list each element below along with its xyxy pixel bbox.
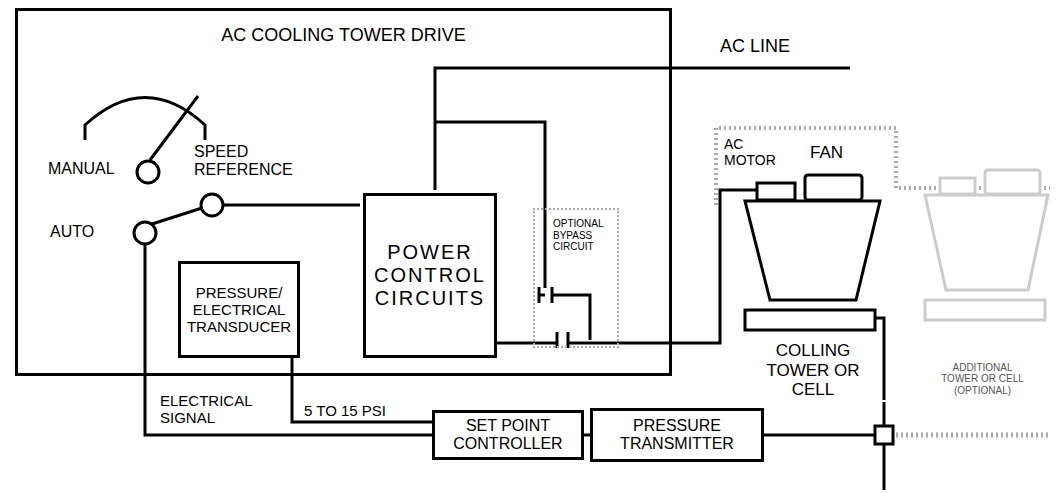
node-text: POWER CONTROL CIRCUITS — [366, 241, 494, 310]
node-text: PRESSURE TRANSMITTER — [593, 417, 761, 454]
drive-enclosure: AC COOLING TOWER DRIVE PRESSURE/ ELECTRIC… — [15, 8, 672, 376]
additional-tower: ADDITIONAL TOWER OR CELL (OPTIONAL) — [915, 165, 1050, 400]
node-text: OPTIONAL BYPASS CIRCUIT — [553, 218, 617, 253]
controller-box: SET POINT CONTROLLER — [432, 410, 584, 460]
cooling-tower: COLLING TOWER OR CELL — [738, 180, 888, 402]
text-label: ELECTRICAL SIGNAL — [160, 392, 270, 427]
pipe — [883, 445, 886, 490]
text-label: SPEED REFERENCE — [194, 143, 314, 180]
node-text: SET POINT CONTROLLER — [435, 417, 581, 454]
text-label: MANUAL — [48, 160, 115, 178]
switch-contact — [137, 161, 159, 183]
fan — [985, 170, 1040, 194]
node-text: PRESSURE/ ELECTRICAL TRANSDUCER — [181, 284, 297, 336]
output-contact — [556, 332, 559, 348]
wire-connector — [764, 402, 884, 435]
fan — [805, 175, 862, 200]
ac-motor — [940, 178, 975, 194]
switch-contact — [201, 194, 223, 216]
pressure-tap — [875, 426, 893, 444]
node-text: AC COOLING TOWER DRIVE — [221, 25, 465, 46]
potentiometer — [85, 98, 205, 141]
switch-blade — [152, 208, 202, 224]
ac-line-wire — [435, 68, 850, 190]
output-contact — [567, 332, 570, 348]
text-label: AC MOTOR — [724, 136, 794, 168]
power-control-box: POWER CONTROL CIRCUITS — [363, 193, 497, 358]
bypass-region: OPTIONAL BYPASS CIRCUIT — [533, 208, 619, 348]
text-label: FAN — [810, 143, 843, 163]
motor-lead — [738, 189, 757, 192]
wire-connector — [292, 358, 432, 422]
tower-outline — [716, 128, 1050, 205]
ac-motor — [757, 183, 795, 200]
bypass-contact — [551, 287, 554, 303]
tower-basin — [925, 300, 1045, 320]
transmitter-box: PRESSURE TRANSMITTER — [590, 408, 764, 462]
speed-reference-wire — [223, 204, 360, 207]
pipe-extension — [896, 433, 1050, 438]
tower-body — [925, 195, 1048, 290]
bypass-wire — [539, 294, 545, 297]
text-label: AUTO — [50, 223, 94, 241]
pot-wiper — [150, 96, 198, 160]
node-text: COLLING TOWER OR CELL — [753, 341, 873, 400]
text-label: AC LINE — [720, 36, 790, 57]
node-text: ADDITIONAL TOWER OR CELL (OPTIONAL) — [938, 362, 1028, 397]
pipe — [875, 318, 884, 400]
transducer-box: PRESSURE/ ELECTRICAL TRANSDUCER — [178, 261, 300, 358]
tower-basin — [745, 310, 875, 330]
edge-label: 5 TO 15 PSI — [302, 402, 388, 419]
tower-body — [745, 201, 880, 300]
